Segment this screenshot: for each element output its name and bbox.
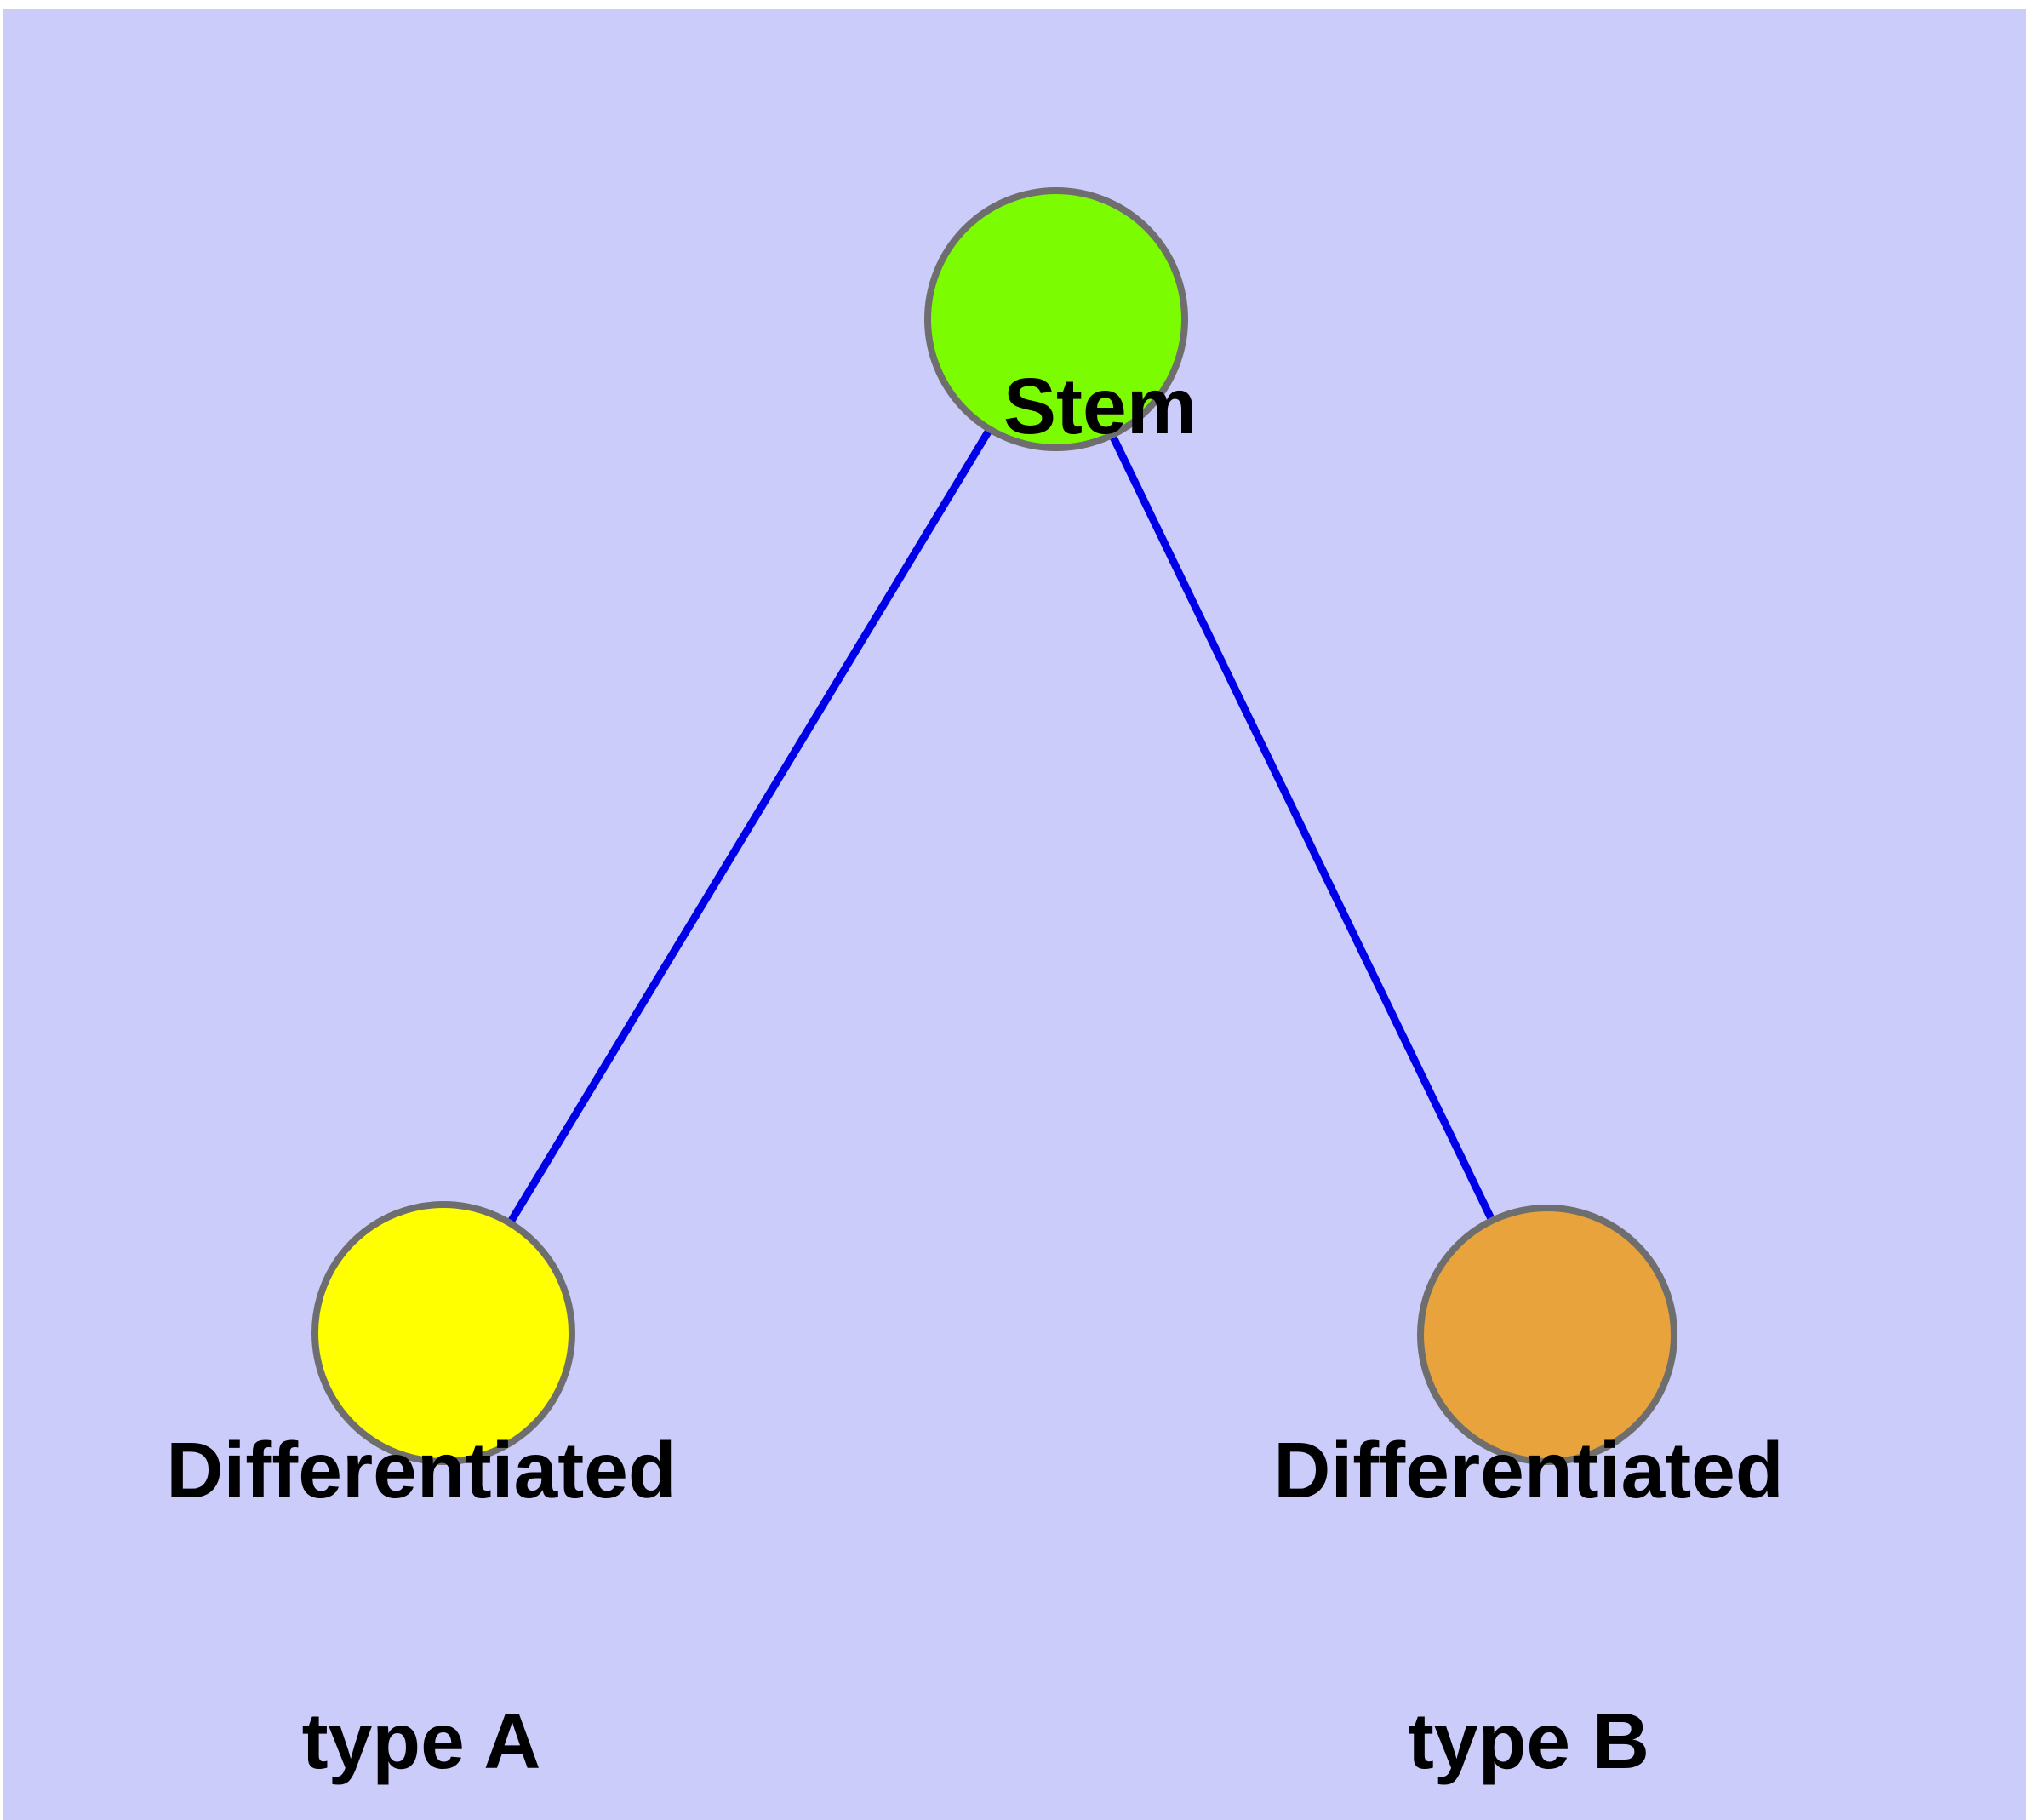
edge-stem-to-diff-a[interactable] [440,317,1060,1336]
edge-layer [440,317,1552,1336]
node-diff-b-circle[interactable] [1417,1205,1677,1465]
node-stem-circle[interactable] [924,187,1188,451]
node-layer [311,187,1677,1465]
edge-stem-to-diff-b[interactable] [1052,318,1552,1336]
node-diff-a-circle[interactable] [311,1201,575,1465]
